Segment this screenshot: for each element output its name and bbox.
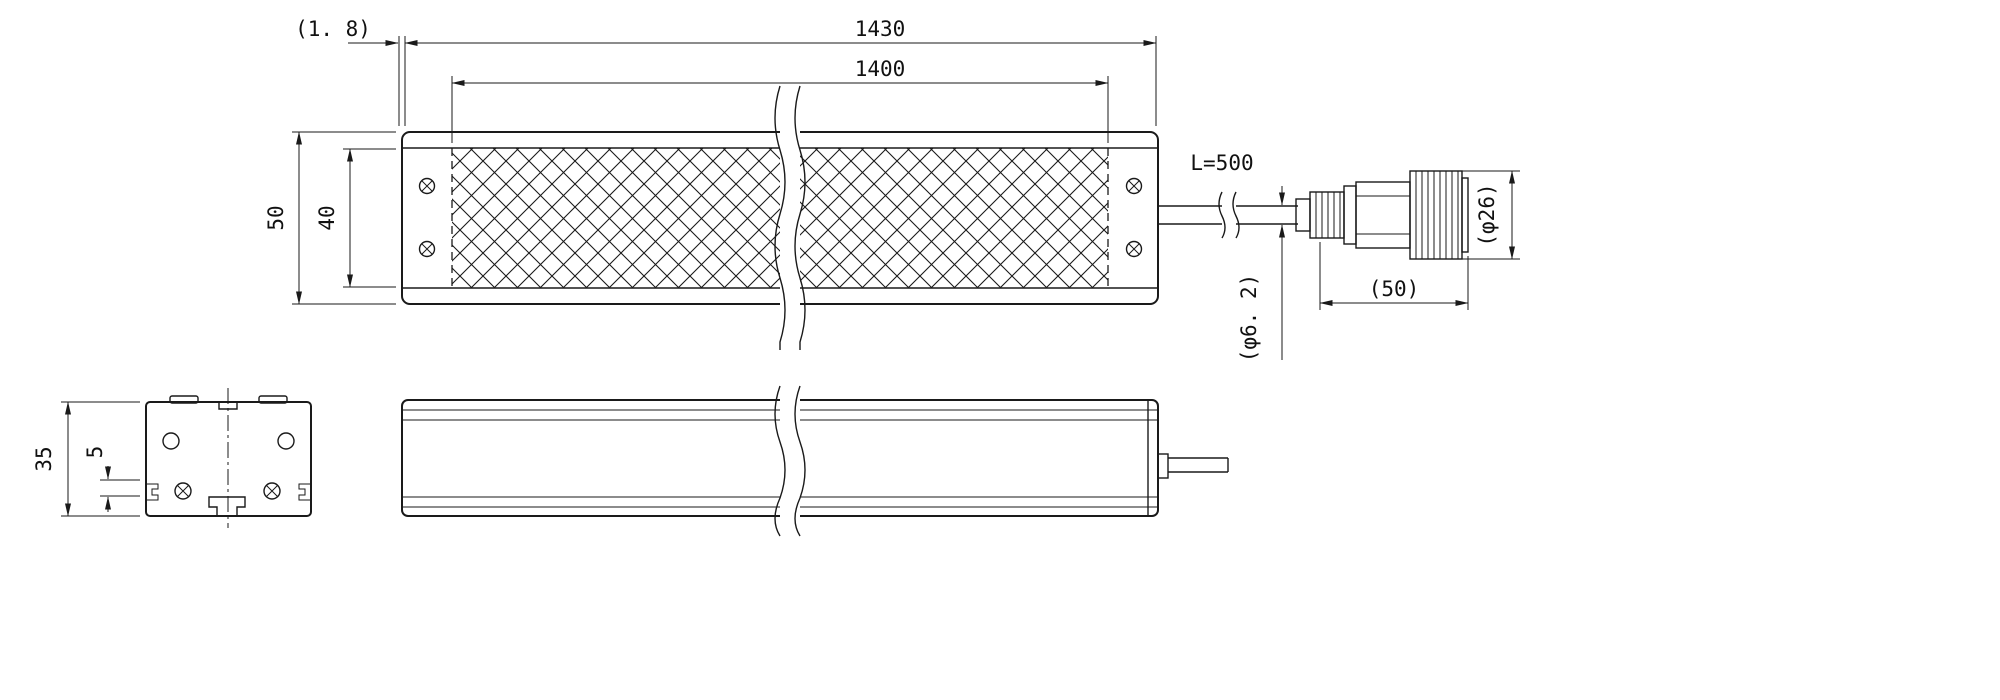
cable-exit-collar: [1157, 453, 1169, 479]
knurl-ribs: [1415, 171, 1459, 259]
side-view: [401, 399, 1229, 517]
side-slot: [146, 483, 159, 501]
break-wave-line: [794, 85, 806, 350]
label-cable-length: L=500: [1190, 151, 1253, 175]
dim-section-height-35: 35: [32, 401, 140, 517]
bottom-t-slot: [208, 496, 246, 516]
dim-label-35: 35: [32, 446, 56, 471]
dim-connector-diameter: (φ26): [1436, 170, 1520, 260]
clamp-ribs: [1315, 192, 1341, 238]
dim-label-1400: 1400: [855, 57, 906, 81]
dim-label-50: 50: [264, 205, 288, 230]
break-wave-line: [794, 385, 806, 537]
dim-label-1430: 1430: [855, 17, 906, 41]
connector-knurled-ring: [1409, 170, 1463, 260]
dim-height-50: 50: [264, 131, 396, 305]
dim-end-offset-1-8: (1. 8): [295, 17, 400, 126]
connector-clamp: [1309, 191, 1345, 239]
cable-break-wave: [1218, 191, 1226, 239]
connector-collar: [1295, 198, 1311, 232]
section-top-tab: [258, 395, 288, 404]
dim-label-phi26: (φ26): [1475, 183, 1499, 246]
dim-cable-diameter: (φ6. 2): [1237, 186, 1285, 363]
dim-label-5: 5: [83, 446, 107, 459]
dim-label-phi6-2: (φ6. 2): [1237, 274, 1261, 363]
dim-emitting-length-1400: 1400: [451, 57, 1109, 143]
break-wave-line: [774, 85, 786, 350]
screw-mark: [174, 482, 192, 500]
front-view-break: [774, 85, 806, 350]
dim-overall-length-1430: 1430: [404, 17, 1157, 126]
section-view: [145, 388, 312, 528]
side-slot: [298, 483, 311, 501]
cable-break-mask: [1222, 198, 1236, 232]
side-view-break: [774, 385, 806, 537]
screw-mark: [418, 240, 436, 258]
cable: [1158, 191, 1298, 239]
mounting-hole: [162, 432, 180, 450]
dim-label-L500: L=500: [1190, 151, 1253, 175]
dim-label-1-8: (1. 8): [295, 17, 371, 41]
screw-mark: [418, 177, 436, 195]
break-mask: [780, 126, 800, 308]
break-mask: [780, 392, 800, 524]
screw-mark: [1125, 177, 1143, 195]
section-top-tab: [169, 395, 199, 404]
cable-break-wave: [1232, 191, 1240, 239]
screw-mark: [263, 482, 281, 500]
break-wave-line: [774, 385, 786, 537]
cable-stub: [1168, 457, 1229, 473]
connector-end-face: [1461, 177, 1469, 253]
screw-mark: [1125, 240, 1143, 258]
dim-window-height-40: 40: [315, 148, 396, 288]
connector-body: [1355, 181, 1411, 249]
connector-step: [1343, 185, 1357, 245]
connector: [1295, 170, 1469, 260]
dim-connector-length: (50): [1319, 242, 1469, 310]
dim-section-offset-5: 5: [83, 446, 140, 512]
dim-label-40: 40: [315, 205, 339, 230]
dim-label-50mm: (50): [1369, 277, 1420, 301]
mounting-hole: [277, 432, 295, 450]
